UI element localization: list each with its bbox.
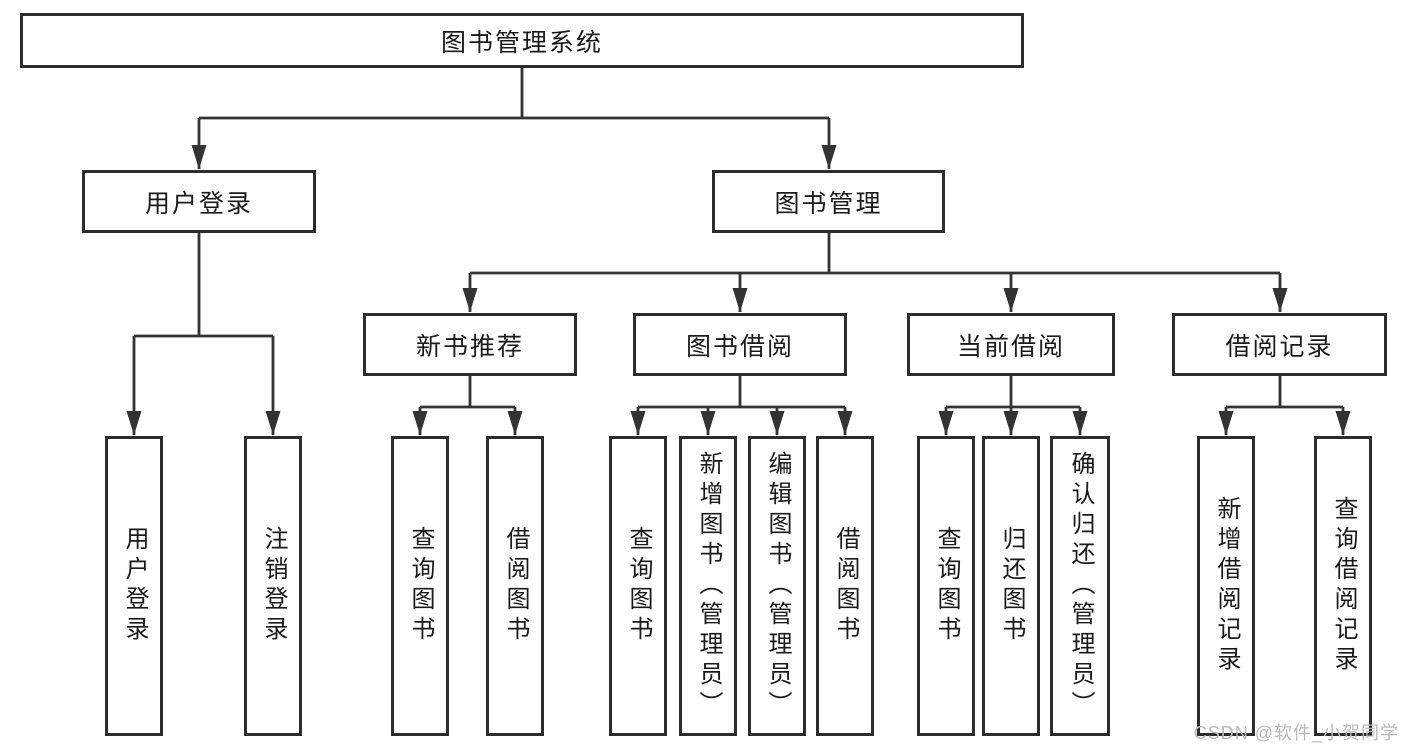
- leaf-borrow-books-2: 借阅图书: [816, 436, 874, 736]
- node-root-label: 图书管理系统: [440, 28, 603, 57]
- leaf-add-books-admin: 新增图书（管理员）: [679, 436, 737, 736]
- leaf-query-books-3: 查询图书: [917, 436, 975, 736]
- leaf-add-borrow-record: 新增借阅记录: [1197, 436, 1255, 736]
- leaf-query-books-2: 查询图书: [609, 436, 667, 736]
- leaf-query-borrow-record-label: 查询借阅记录: [1330, 496, 1357, 676]
- node-book-management: 图书管理: [712, 170, 945, 233]
- leaf-logout-label: 注销登录: [260, 526, 287, 646]
- leaf-user-login: 用户登录: [105, 436, 163, 736]
- leaf-borrow-books-1: 借阅图书: [486, 436, 544, 736]
- node-borrowing-records: 借阅记录: [1172, 313, 1387, 376]
- node-new-book-recommend-label: 新书推荐: [415, 332, 524, 361]
- leaf-confirm-return-admin: 确认归还（管理员）: [1050, 436, 1110, 736]
- leaf-return-books-label: 归还图书: [998, 526, 1025, 646]
- node-new-book-recommend: 新书推荐: [363, 313, 577, 376]
- node-user-login: 用户登录: [82, 170, 316, 233]
- leaf-logout: 注销登录: [244, 436, 302, 736]
- node-book-borrowing-label: 图书借阅: [685, 332, 794, 361]
- watermark: CSDN @软件_小贺同学: [1193, 723, 1399, 743]
- leaf-query-borrow-record: 查询借阅记录: [1314, 436, 1372, 736]
- node-book-borrowing: 图书借阅: [633, 313, 847, 376]
- leaf-return-books: 归还图书: [982, 436, 1040, 736]
- leaf-borrow-books-1-label: 借阅图书: [502, 526, 529, 646]
- leaf-add-books-admin-label: 新增图书（管理员）: [695, 451, 722, 721]
- node-book-management-label: 图书管理: [774, 189, 883, 218]
- leaf-query-books-1-label: 查询图书: [407, 526, 434, 646]
- node-user-login-label: 用户登录: [144, 189, 253, 218]
- leaf-query-books-1: 查询图书: [391, 436, 449, 736]
- node-root: 图书管理系统: [20, 13, 1024, 68]
- leaf-query-books-3-label: 查询图书: [933, 526, 960, 646]
- leaf-query-books-2-label: 查询图书: [625, 526, 652, 646]
- node-borrowing-records-label: 借阅记录: [1225, 332, 1334, 361]
- node-current-borrowing: 当前借阅: [907, 313, 1115, 376]
- leaf-edit-books-admin-label: 编辑图书（管理员）: [764, 451, 791, 721]
- leaf-confirm-return-admin-label: 确认归还（管理员）: [1067, 451, 1094, 721]
- leaf-user-login-label: 用户登录: [121, 526, 148, 646]
- node-current-borrowing-label: 当前借阅: [956, 332, 1065, 361]
- leaf-edit-books-admin: 编辑图书（管理员）: [748, 436, 806, 736]
- leaf-add-borrow-record-label: 新增借阅记录: [1213, 496, 1240, 676]
- leaf-borrow-books-2-label: 借阅图书: [832, 526, 859, 646]
